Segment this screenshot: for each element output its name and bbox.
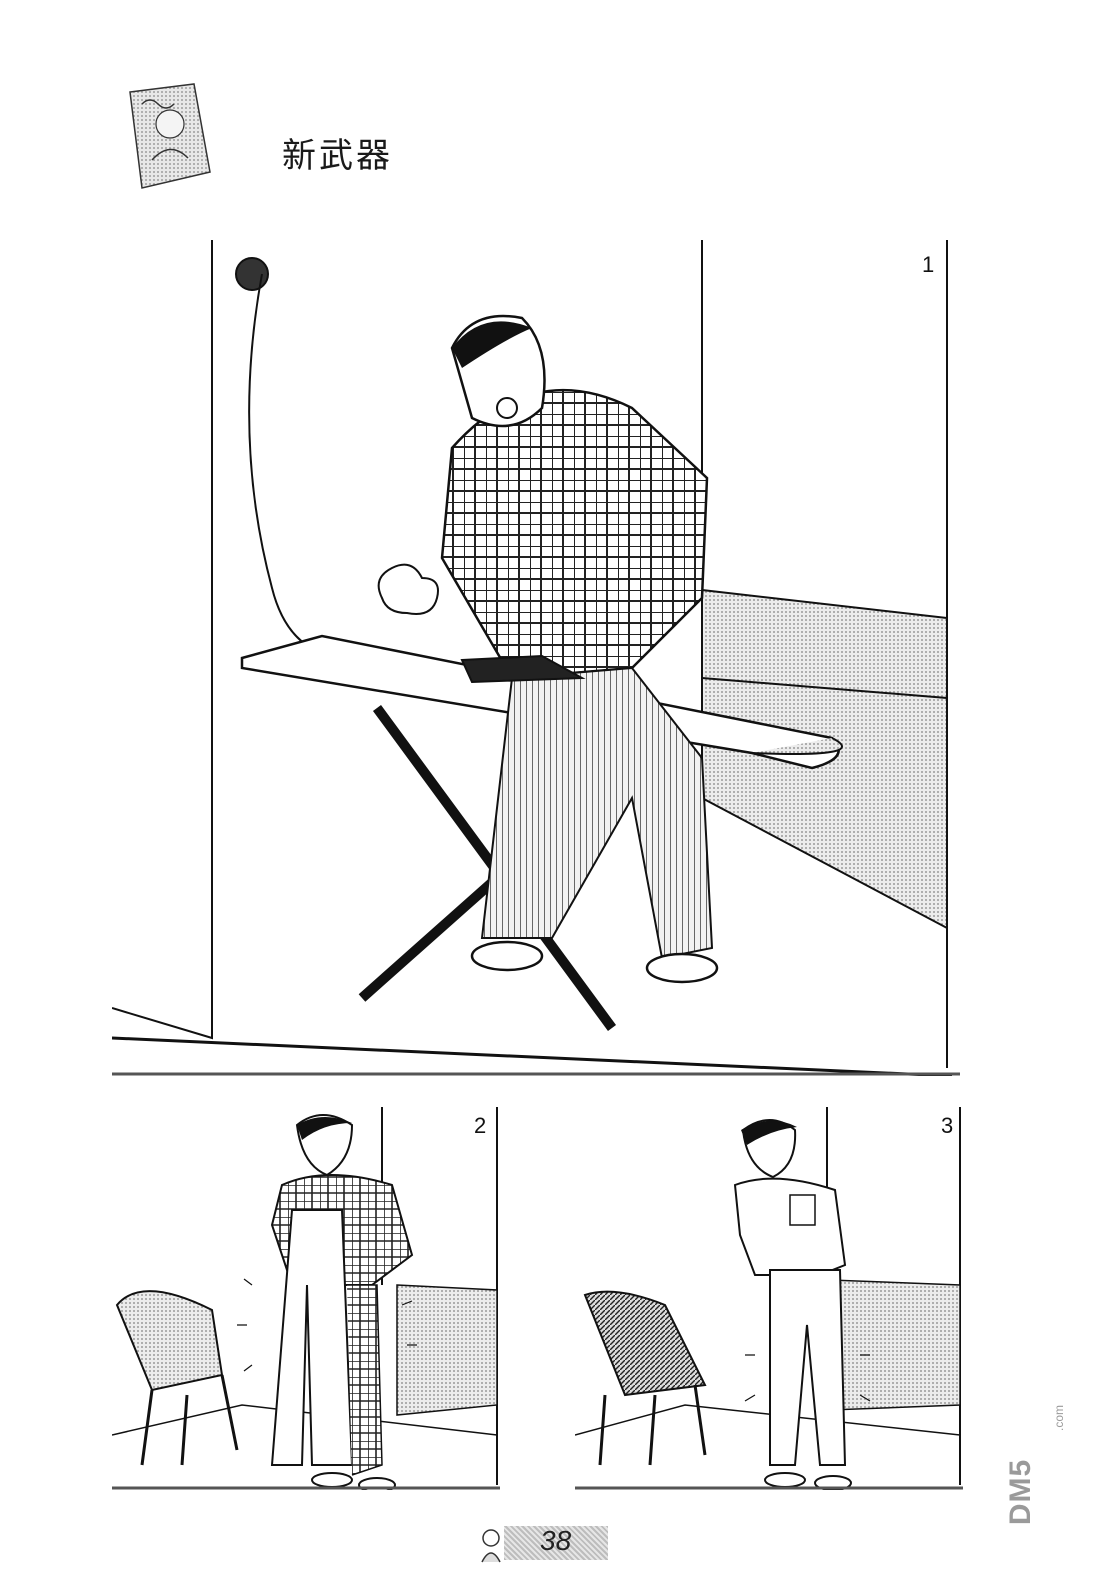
header-photo-icon <box>112 82 222 192</box>
page-number: 38 <box>540 1525 572 1556</box>
footer-character-icon <box>481 1529 501 1563</box>
watermark-logo: DM5 .com <box>1004 1405 1080 1565</box>
panel-1-number: 1 <box>922 252 935 277</box>
panel-2-number: 2 <box>474 1113 487 1138</box>
comic-panel-1: 1 <box>112 238 962 1076</box>
page-number-footer: 38 <box>476 1524 610 1564</box>
page-number-bar <box>504 1526 608 1560</box>
comic-panel-2: 2 <box>112 1105 502 1490</box>
panel-3-number: 3 <box>941 1113 954 1138</box>
page-title: 新武器 <box>282 136 393 176</box>
comic-panel-3: 3 <box>575 1105 965 1490</box>
watermark-domain: .com <box>1052 1404 1067 1432</box>
watermark-text: DM5 <box>1004 1458 1038 1526</box>
